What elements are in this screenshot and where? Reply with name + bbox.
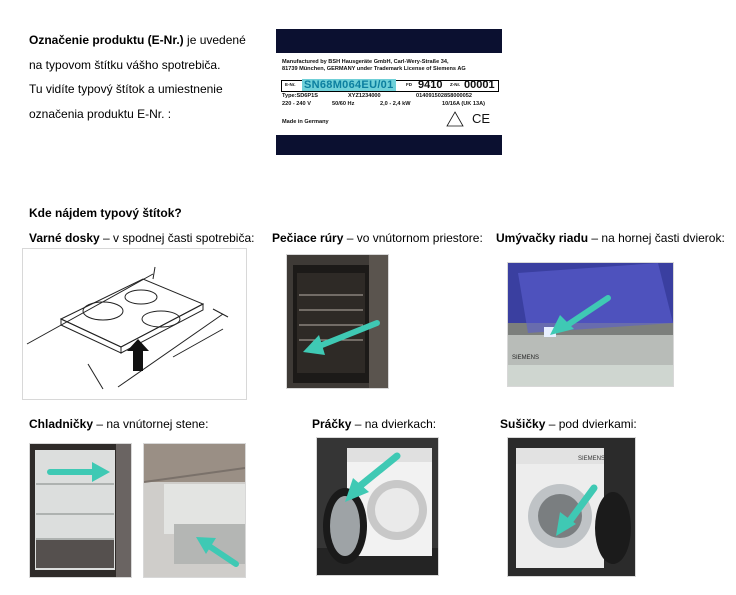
enr-row: E-Nr. SN68M064EU/01 FD 9410 Z-Nr. 00001 <box>281 79 499 92</box>
dryer-brand: SIEMENS <box>578 456 605 462</box>
dishwasher-brand: SIEMENS <box>512 355 539 361</box>
fd-label: FD <box>406 82 412 87</box>
oven-illustration <box>287 255 388 388</box>
fridge-photo-2 <box>143 443 246 578</box>
caption-hob: Varné dosky – v spodnej časti spotrebiča… <box>29 231 255 245</box>
intro-line-4: označenia produktu E-Nr. : <box>29 106 172 121</box>
rating-plate-image: Manufactured by BSH Hausgeräte GmbH, Car… <box>276 29 502 155</box>
intro-term: Označenie produktu (E-Nr.) <box>29 33 184 47</box>
caption-washer: Práčky – na dvierkach: <box>312 417 437 431</box>
hob-drawing <box>22 248 247 400</box>
plate-frequency: 50/60 Hz <box>332 101 355 107</box>
washer-illustration <box>317 438 438 575</box>
dishwasher-illustration: SIEMENS <box>508 263 673 386</box>
plate-voltage: 220 - 240 V <box>282 101 311 107</box>
caption-fridge: Chladničky – na vnútornej stene: <box>29 417 209 431</box>
plate-power: 2,0 - 2,4 kW <box>380 101 411 107</box>
fridge-illustration-1 <box>30 444 131 577</box>
washer-photo <box>316 437 439 576</box>
dishwasher-photo: SIEMENS <box>507 262 674 387</box>
plate-type: Type:SD6P1S <box>282 93 318 99</box>
fridge-photo-1 <box>29 443 132 578</box>
oven-photo <box>286 254 389 389</box>
fd-value: 9410 <box>418 79 443 91</box>
intro-text: Označenie produktu (E-Nr.) je uvedené na… <box>29 28 269 126</box>
enr-value: SN68M064EU/01 <box>302 79 396 91</box>
plate-serial: 014091502858000052 <box>416 93 472 99</box>
plate-made-in: Made in Germany <box>282 119 329 125</box>
section-heading: Kde nájdem typový štítok? <box>29 206 182 220</box>
z-label: Z-Nr. <box>450 82 461 87</box>
caption-dryer: Sušičky – pod dvierkami: <box>500 417 637 431</box>
caption-oven: Pečiace rúry – vo vnútornom priestore: <box>272 231 483 245</box>
ce-mark: CE <box>472 111 491 126</box>
dryer-photo: SIEMENS <box>507 437 636 577</box>
plate-type-code: XYZ1234000 <box>348 93 381 99</box>
dryer-illustration: SIEMENS <box>508 438 635 576</box>
plate-fuse: 10/16A (UK 13A) <box>442 101 486 107</box>
z-value: 00001 <box>464 79 495 91</box>
plate-address: 81739 München, GERMANY under Trademark L… <box>282 66 466 72</box>
rating-plate: Manufactured by BSH Hausgeräte GmbH, Car… <box>276 53 502 135</box>
fridge-illustration-2 <box>144 444 245 577</box>
recycle-triangle-icon <box>446 111 464 127</box>
caption-dishwasher: Umývačky riadu – na hornej časti dvierok… <box>496 231 725 245</box>
intro-line-2: na typovom štítku vášho spotrebiča. <box>29 57 221 72</box>
intro-line-1: Označenie produktu (E-Nr.) je uvedené <box>29 33 246 47</box>
intro-line-3: Tu vidíte typový štítok a umiestnenie <box>29 82 223 96</box>
plate-manufacturer: Manufactured by BSH Hausgeräte GmbH, Car… <box>282 59 449 65</box>
hob-illustration <box>26 266 229 390</box>
enr-label: E-Nr. <box>285 82 296 87</box>
